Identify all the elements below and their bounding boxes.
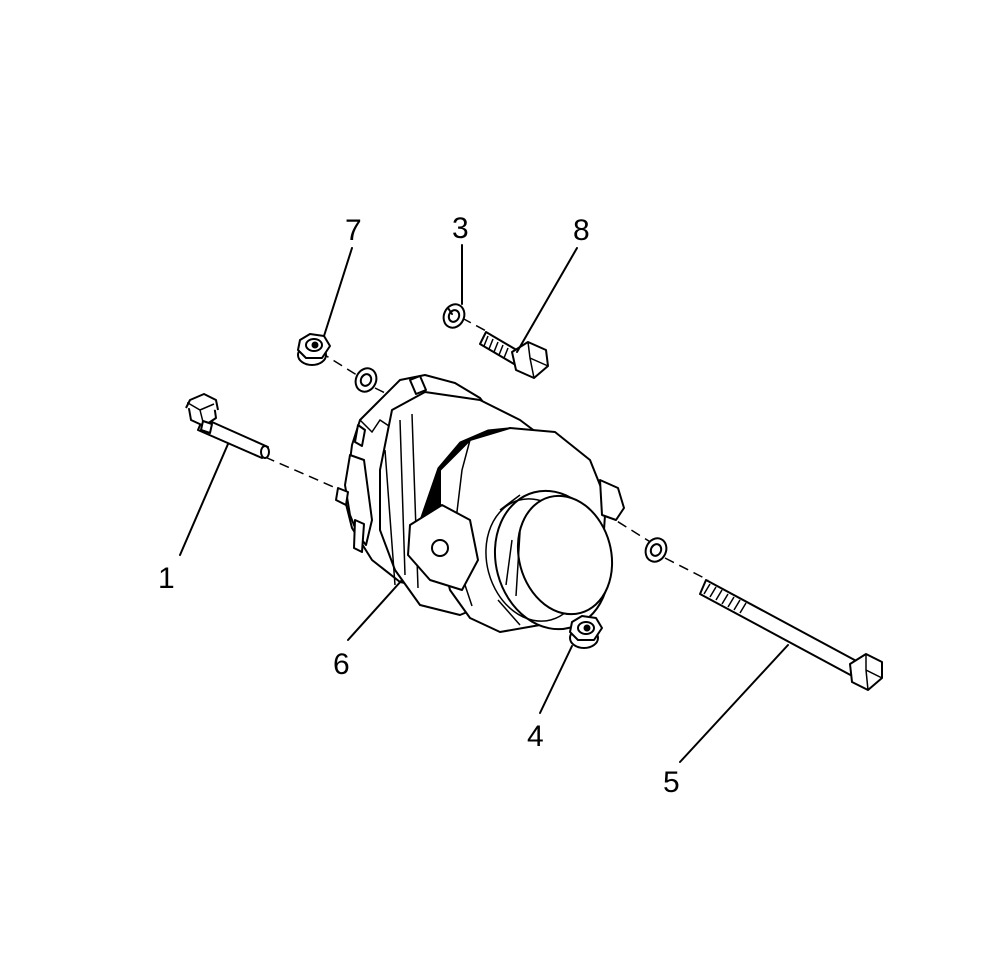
part-5-long-hex-bolt: [699, 579, 883, 691]
callout-8: 8: [573, 214, 590, 247]
callout-4: 4: [527, 720, 544, 753]
leader-lines: [179, 244, 789, 763]
part-4-flange-nut: [569, 615, 603, 649]
part-8-hex-bolt: [479, 331, 549, 379]
callout-7: 7: [345, 214, 362, 247]
part-1-flange-bolt: [185, 393, 270, 459]
part-6-alternator: [335, 374, 625, 633]
washer-upper-left: [354, 367, 378, 393]
callout-5: 5: [663, 766, 680, 799]
part-7-flange-nut: [297, 333, 331, 366]
part-3-lock-washer: [442, 303, 466, 329]
washer-right: [644, 537, 668, 563]
callout-1: 1: [158, 562, 175, 595]
callout-6: 6: [333, 648, 350, 681]
callout-3: 3: [452, 212, 469, 245]
